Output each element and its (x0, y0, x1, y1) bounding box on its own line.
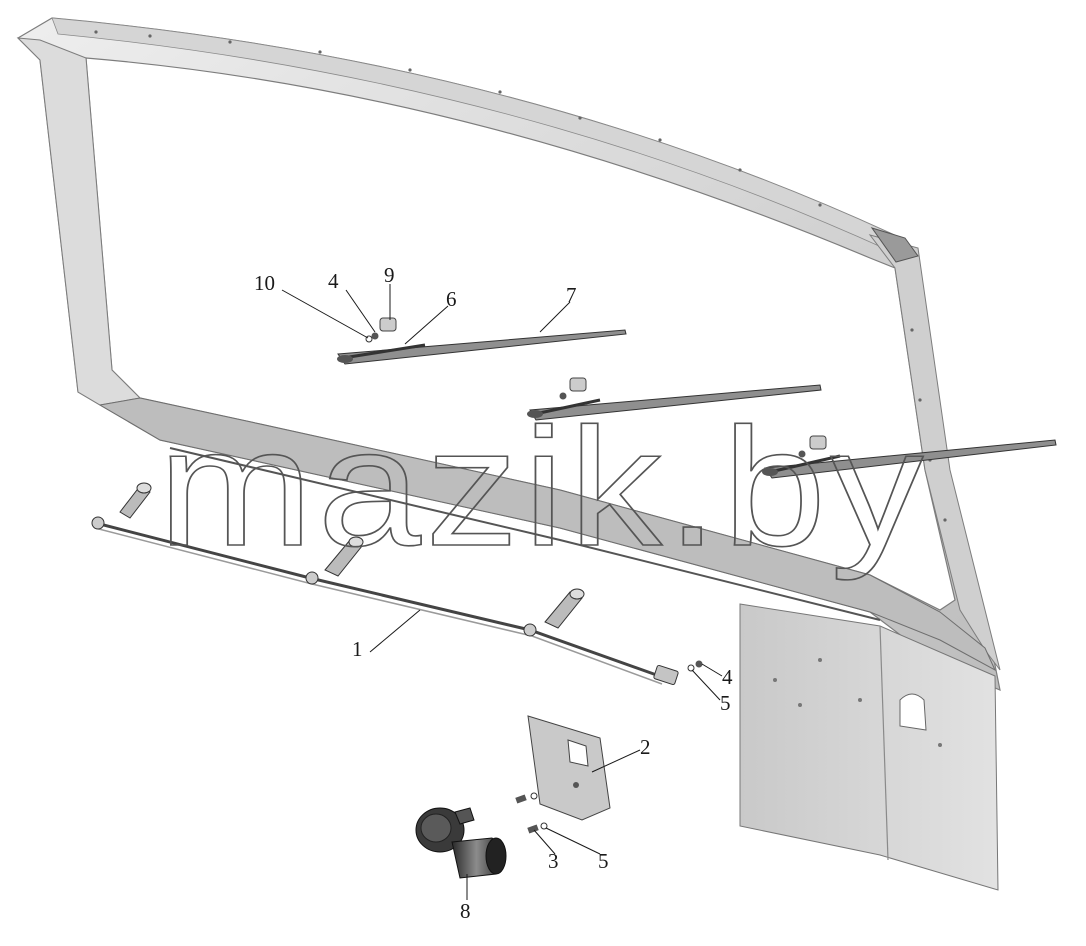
screw-upper (515, 794, 527, 804)
linkage-end-plate (653, 664, 679, 686)
side-panel-fold (879, 625, 889, 861)
frame-corner-cap (870, 227, 919, 263)
linkage-pivot-1 (91, 482, 152, 530)
callout-leaders (281, 284, 723, 900)
bracket-hole (573, 782, 579, 788)
bracket-slot (567, 739, 589, 767)
washer-5-right (687, 664, 695, 672)
callout-5-bottom: 5 (598, 849, 609, 873)
wiper-arm-right (762, 435, 1057, 479)
wiper-pivot-right (762, 468, 778, 476)
nut-center (559, 392, 567, 400)
washer-5-bottom (540, 822, 548, 830)
callout-3: 3 (548, 849, 559, 873)
leader-10 (281, 289, 369, 339)
linkage-pivot-3 (523, 588, 585, 637)
callout-4-right: 4 (722, 665, 733, 689)
leader-4-right (701, 663, 723, 677)
side-panel-cutout (899, 693, 927, 731)
callout-numbers: 10 4 9 6 7 1 4 5 2 3 5 8 (254, 263, 733, 923)
leader-3 (533, 829, 556, 855)
windshield-frame (16, 17, 1001, 691)
cowl-groove (169, 447, 881, 621)
callout-4-top: 4 (328, 269, 339, 293)
pivot-cap-right (809, 435, 827, 450)
nut-4-right (695, 660, 703, 668)
linkage-pivot-2 (305, 536, 364, 585)
leader-7 (539, 301, 571, 333)
callout-1: 1 (352, 637, 363, 661)
leader-5-right (691, 669, 721, 701)
callout-10: 10 (254, 271, 275, 295)
wiper-blade-left (337, 329, 627, 365)
wiper-arm-center-body (534, 398, 601, 416)
leader-5-bottom (545, 827, 601, 855)
side-panel-holes (773, 658, 942, 747)
nut-right (798, 450, 806, 458)
leader-1 (369, 609, 421, 653)
screw-3 (527, 824, 539, 834)
leader-2 (591, 749, 641, 773)
leader-6 (404, 305, 449, 345)
callout-8: 8 (460, 899, 471, 923)
callout-7: 7 (566, 283, 577, 307)
callout-9: 9 (384, 263, 395, 287)
linkage-rod-shadow (94, 527, 663, 685)
motor-bracket (515, 715, 611, 834)
frame-left-pillar (16, 37, 142, 406)
washer-upper (530, 792, 538, 800)
linkage-rod (91, 520, 666, 680)
wiper-arm-right-body (769, 454, 841, 474)
wiper-arm-left-body (342, 343, 426, 360)
watermark-text: mazik.by (158, 393, 928, 581)
bracket-plate (527, 715, 611, 821)
nut-4-top (371, 332, 379, 340)
leader-4-top (345, 289, 376, 333)
wiper-pivot-center (527, 410, 543, 418)
side-panel (739, 603, 999, 891)
wiper-arm-left (337, 317, 627, 365)
motor-connector (454, 807, 475, 825)
callout-5-right: 5 (720, 691, 731, 715)
wiper-linkage (91, 482, 703, 686)
wiper-arm-center (527, 377, 822, 421)
pivot-cap-center (569, 377, 587, 392)
wiper-pivot-left (337, 355, 353, 363)
callout-2: 2 (640, 735, 651, 759)
frame-cowl (98, 397, 997, 672)
callout-6: 6 (446, 287, 457, 311)
washer-10 (365, 335, 373, 343)
pivot-cap-9 (379, 317, 397, 332)
motor-end-cap (485, 837, 507, 875)
wiper-motor (415, 807, 507, 879)
motor-gearbox-cover (420, 813, 452, 843)
